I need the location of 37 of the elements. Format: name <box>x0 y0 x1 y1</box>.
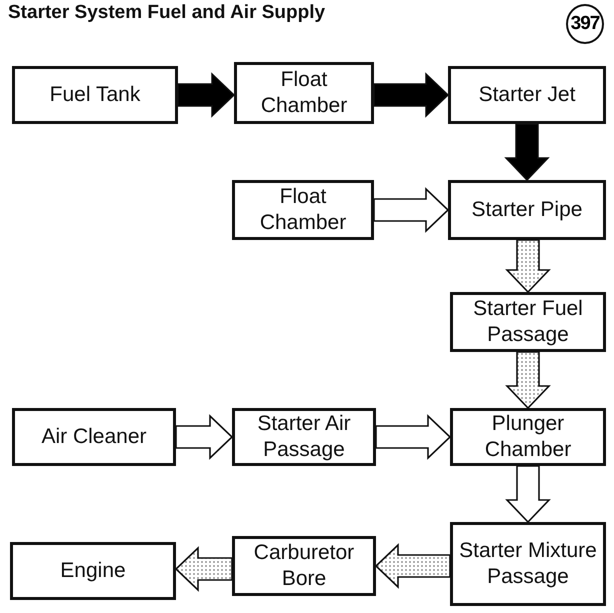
figure-number: 397 <box>566 4 604 44</box>
process-box <box>12 408 176 466</box>
box-label: Starter Pipe <box>472 197 582 223</box>
box-label: Engine <box>60 558 126 584</box>
box-label: Fuel Tank <box>50 82 140 108</box>
process-box <box>234 62 374 124</box>
block-arrow <box>504 123 550 182</box>
process-box <box>450 292 606 352</box>
diagram-title: Starter System Fuel and Air Supply <box>8 2 326 24</box>
process-box <box>232 180 374 240</box>
box-label: Starter Fuel Passage <box>472 296 584 348</box>
block-arrow <box>374 543 451 589</box>
process-box <box>448 66 606 124</box>
block-arrow <box>175 414 234 460</box>
block-arrow <box>505 351 551 410</box>
box-label: Air Cleaner <box>41 424 147 450</box>
process-box <box>232 408 376 466</box>
block-arrow <box>373 187 450 233</box>
box-label: Float Chamber <box>260 67 348 119</box>
box-label: Float Chamber <box>258 184 348 236</box>
box-label: Starter Jet <box>478 82 576 108</box>
box-label: Starter Air Passage <box>256 411 352 463</box>
block-arrow <box>373 72 450 118</box>
process-box <box>450 408 606 466</box>
box-label: Carburetor Bore <box>252 540 356 592</box>
box-label: Plunger Chamber <box>484 411 572 463</box>
block-arrow <box>177 72 236 118</box>
block-arrow <box>505 465 551 524</box>
process-box <box>450 522 606 606</box>
process-box <box>10 542 176 600</box>
process-box <box>12 66 178 124</box>
box-label: Starter Mixture Passage <box>459 538 597 590</box>
process-box <box>232 536 376 596</box>
block-arrow <box>375 414 452 460</box>
block-arrow <box>174 546 233 592</box>
process-box <box>448 180 606 240</box>
block-arrow <box>505 239 551 294</box>
